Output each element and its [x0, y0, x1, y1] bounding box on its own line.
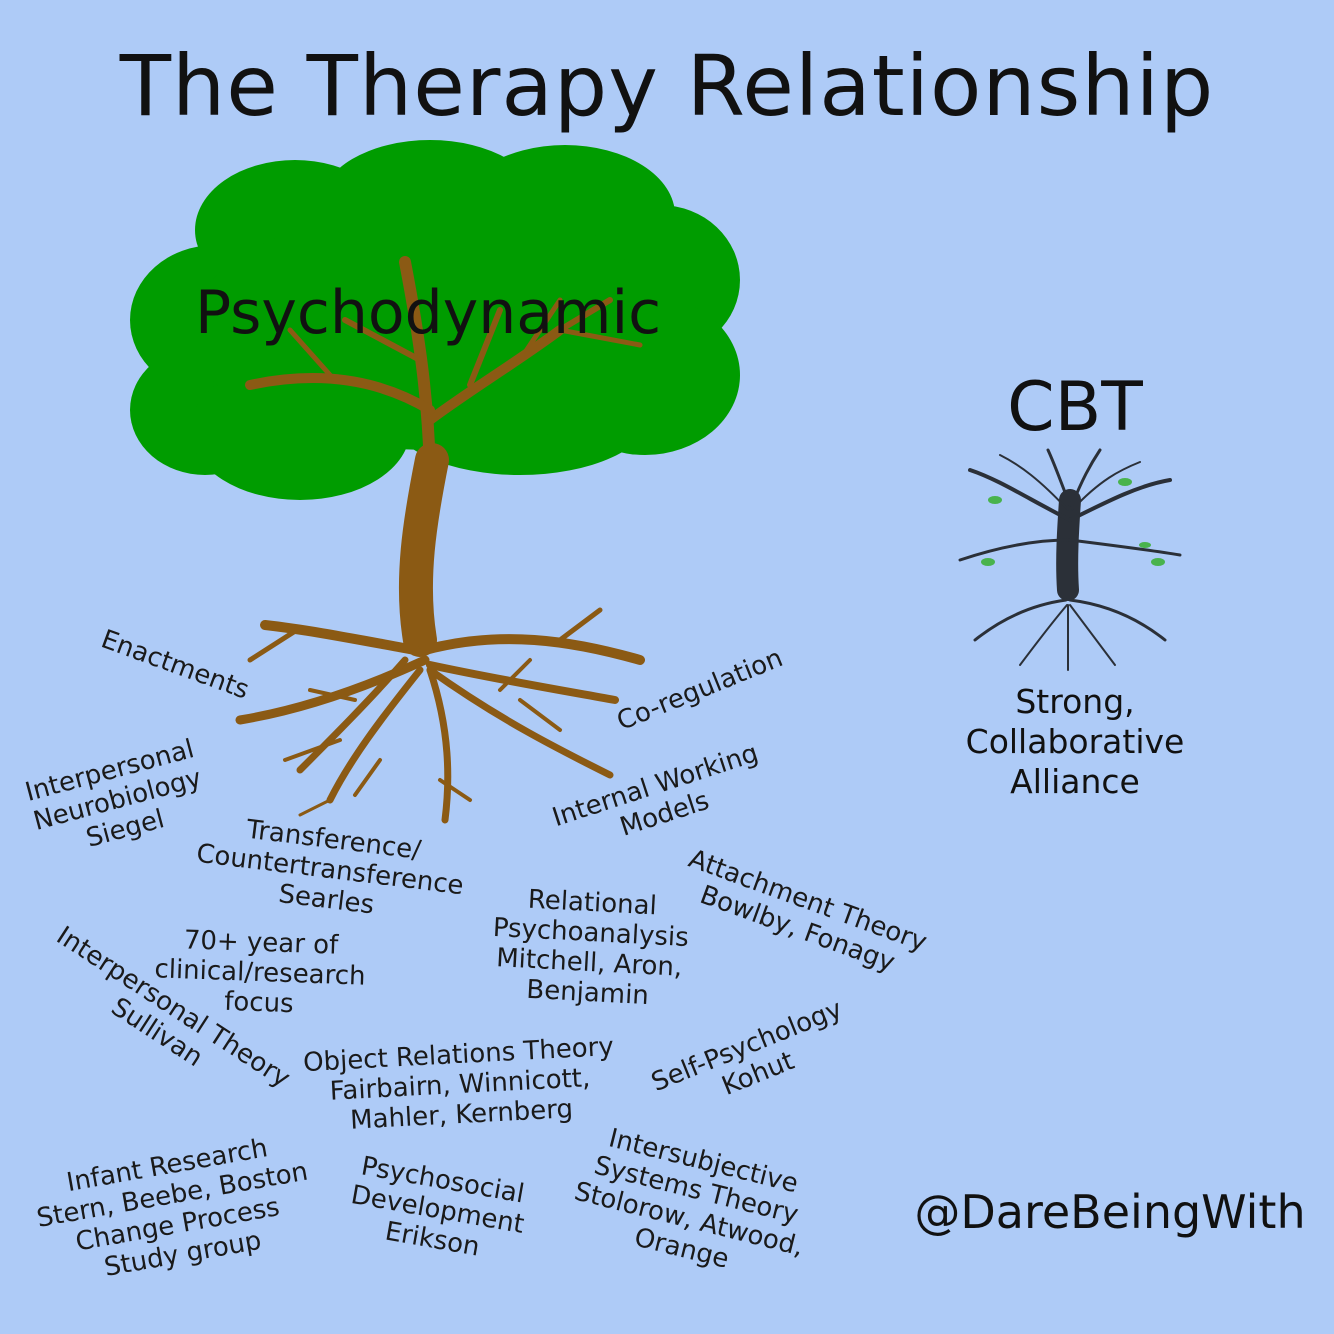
cbt-tree: [958, 448, 1182, 671]
cbt-tree-leaves: [981, 478, 1165, 566]
psychodynamic-tree-crown: [130, 140, 740, 500]
psychodynamic-tree-trunk: [235, 256, 645, 824]
alliance-label: Strong, Collaborative Alliance: [930, 682, 1220, 802]
alliance-line: Collaborative: [965, 722, 1185, 761]
alliance-line: Alliance: [1010, 762, 1140, 801]
cbt-label: CBT: [1007, 368, 1143, 447]
alliance-line: Strong,: [1015, 682, 1135, 721]
psychodynamic-label: Psychodynamic: [195, 278, 662, 348]
page-title: The Therapy Relationship: [119, 37, 1215, 135]
social-handle: @DareBeingWith: [914, 1185, 1306, 1239]
